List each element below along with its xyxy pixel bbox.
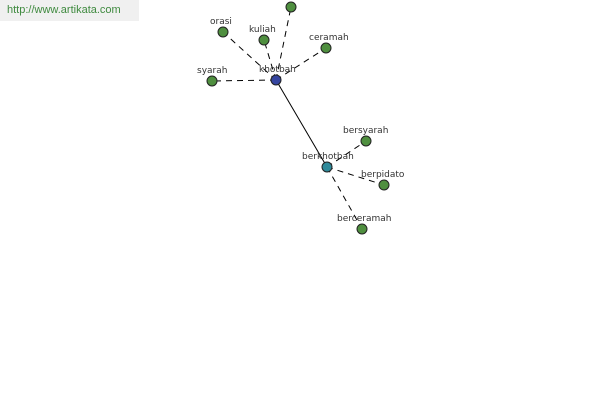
node-berceramah[interactable] bbox=[356, 223, 368, 235]
node-ceramah[interactable] bbox=[320, 42, 332, 54]
edge-khotbah-syarah bbox=[211, 79, 277, 82]
label-layer: khotbah berkhotbah orasi kuliah ceramah syara… bbox=[197, 17, 405, 224]
node-label-orasi: orasi bbox=[210, 17, 232, 27]
node-top[interactable] bbox=[285, 1, 297, 13]
node-label-ceramah: ceramah bbox=[309, 33, 349, 43]
node-bersyarah[interactable] bbox=[360, 135, 372, 147]
node-orasi[interactable] bbox=[217, 26, 229, 38]
node-label-bersyarah: bersyarah bbox=[343, 126, 388, 136]
edge-berkhotbah-berpidato bbox=[326, 166, 385, 186]
node-label-berpidato: berpidato bbox=[361, 170, 405, 180]
node-berkhotbah[interactable] bbox=[321, 161, 333, 173]
edge-berkhotbah-berceramah bbox=[326, 166, 363, 230]
node-label-syarah: syarah bbox=[197, 66, 227, 76]
node-berpidato[interactable] bbox=[378, 179, 390, 191]
node-layer bbox=[206, 1, 390, 235]
node-syarah[interactable] bbox=[206, 75, 218, 87]
edge-berkhotbah-bersyarah bbox=[326, 140, 367, 168]
node-label-kuliah: kuliah bbox=[249, 25, 276, 35]
node-khotbah[interactable] bbox=[270, 74, 282, 86]
edge-layer bbox=[211, 6, 385, 230]
edge-khotbah-ceramah bbox=[275, 47, 327, 81]
node-label-berkhotbah: berkhotbah bbox=[302, 152, 354, 162]
node-label-khotbah: khotbah bbox=[259, 65, 296, 75]
source-link[interactable]: http://www.artikata.com bbox=[0, 0, 139, 21]
edge-khotbah-berkhotbah bbox=[275, 79, 328, 168]
node-label-berceramah: berceramah bbox=[337, 214, 391, 224]
edge-khotbah-orasi bbox=[222, 31, 277, 81]
edge-khotbah-kuliah bbox=[263, 39, 277, 81]
node-kuliah[interactable] bbox=[258, 34, 270, 46]
edge-khotbah-top bbox=[275, 6, 292, 81]
